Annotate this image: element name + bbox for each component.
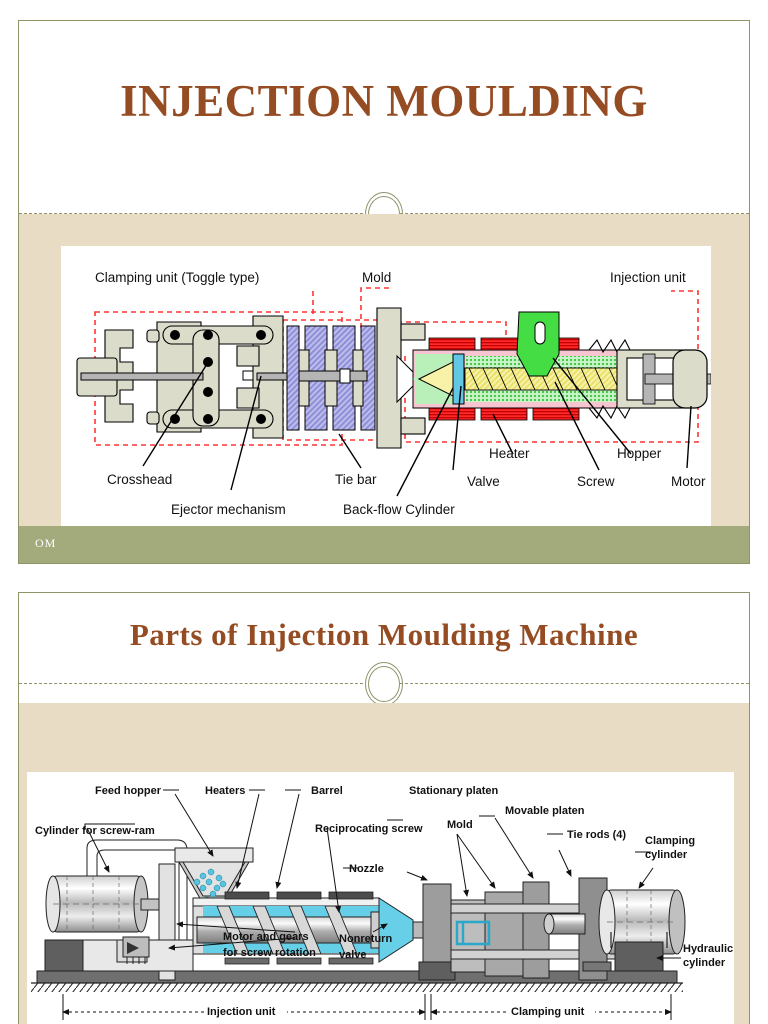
label-tie-bar: Tie bar: [335, 472, 377, 487]
slide-injection-moulding: INJECTION MOULDING OM: [18, 20, 750, 564]
label-heater: Heater: [489, 446, 530, 461]
label-nonreturn-1: Nonreturn: [339, 933, 392, 945]
label-movable-platen: Movable platen: [505, 805, 585, 817]
slide-footer: OM: [19, 526, 749, 563]
label-motor-gears-2: for screw rotation: [223, 947, 316, 959]
dim-label-injection-unit: Injection unit: [207, 1006, 276, 1018]
label-mold-2: Mold: [447, 819, 473, 831]
label-clamping-cylinder-1: Clamping: [645, 835, 695, 847]
label-barrel: Barrel: [311, 785, 343, 797]
label-motor-gears-1: Motor and gears: [223, 931, 309, 943]
label-hydraulic-1: Hydraulic: [683, 943, 733, 955]
label-heaters: Heaters: [205, 785, 245, 797]
label-hydraulic-2: cylinder: [683, 957, 726, 969]
ring-ornament-icon-2: [365, 662, 403, 706]
label-nozzle: Nozzle: [349, 863, 384, 875]
label-crosshead: Crosshead: [107, 472, 172, 487]
page-title-2: Parts of Injection Moulding Machine: [129, 617, 639, 652]
label-ejector-mechanism: Ejector mechanism: [171, 502, 286, 517]
label-feed-hopper: Feed hopper: [95, 785, 162, 797]
label-screw: Screw: [577, 474, 615, 489]
label-nonreturn-2: valve: [339, 949, 367, 961]
label-injection-unit: Injection unit: [610, 270, 686, 285]
label-cylinder-screw-ram: Cylinder for screw-ram: [35, 825, 155, 837]
label-reciprocating-screw: Reciprocating screw: [315, 823, 423, 835]
label-mold: Mold: [362, 270, 391, 285]
label-back-flow-cylinder: Back-flow Cylinder: [343, 502, 455, 517]
footer-label: OM: [35, 536, 57, 550]
label-clamping-unit: Clamping unit (Toggle type): [95, 270, 259, 285]
page-title: INJECTION MOULDING: [120, 76, 648, 126]
label-clamping-cylinder-2: cylinder: [645, 849, 688, 861]
label-motor: Motor: [671, 474, 706, 489]
figure-injection-moulding-schematic: Clamping unit (Toggle type) Mold Injecti…: [61, 246, 711, 526]
label-stationary-platen: Stationary platen: [409, 785, 499, 797]
figure-reciprocating-screw-machine: Cylinder for screw-ram Feed hopper Heate…: [27, 772, 734, 1024]
label-valve: Valve: [467, 474, 500, 489]
label-hopper: Hopper: [617, 446, 662, 461]
label-tie-rods: Tie rods (4): [567, 829, 626, 841]
dim-label-clamping-unit: Clamping unit: [511, 1006, 585, 1018]
